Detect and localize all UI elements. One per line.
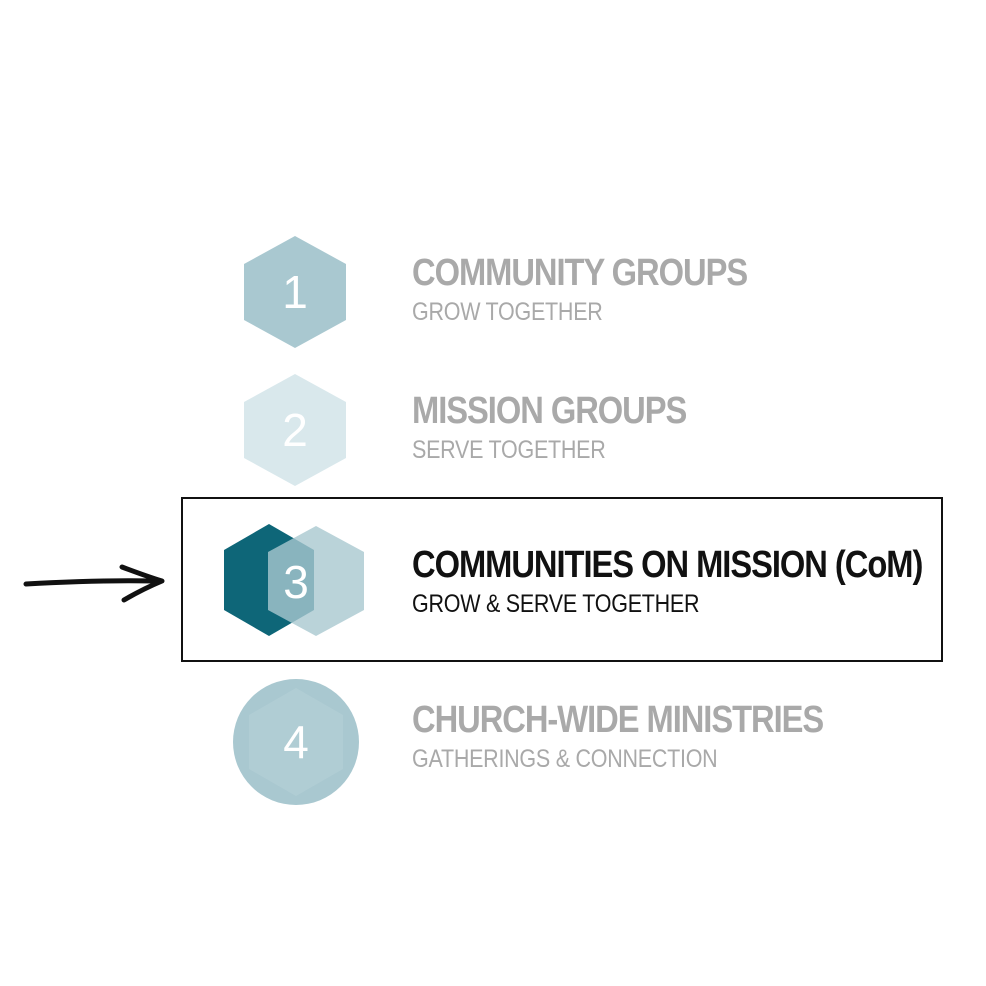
step-subtitle: GROW & SERVE TOGETHER — [412, 590, 700, 618]
step-number: 1 — [282, 266, 308, 318]
step-title: MISSION GROUPS — [412, 390, 687, 432]
step-text: COMMUNITIES ON MISSION (CoM) GROW & SERV… — [412, 546, 986, 617]
step-number: 4 — [283, 716, 309, 768]
step-number: 3 — [283, 556, 309, 608]
circle-hexagon-icon: 4 — [233, 679, 359, 805]
step-title: COMMUNITY GROUPS — [412, 252, 748, 294]
step-subtitle: GATHERINGS & CONNECTION — [412, 745, 718, 773]
step-title: COMMUNITIES ON MISSION (CoM) — [412, 544, 923, 586]
hexagon-icon: 1 — [244, 236, 346, 348]
step-subtitle: SERVE TOGETHER — [412, 436, 606, 464]
step-text: MISSION GROUPS SERVE TOGETHER — [412, 392, 731, 463]
overlapping-hexagons-icon: 3 — [224, 524, 364, 636]
step-number: 2 — [282, 404, 308, 456]
step-text: CHURCH-WIDE MINISTRIES GATHERINGS & CONN… — [412, 701, 890, 772]
step-subtitle: GROW TOGETHER — [412, 298, 603, 326]
hexagon-icon: 2 — [244, 374, 346, 486]
step-text: COMMUNITY GROUPS GROW TOGETHER — [412, 254, 802, 325]
arrow-right-icon — [23, 564, 165, 603]
step-title: CHURCH-WIDE MINISTRIES — [412, 699, 824, 741]
highlight-box — [181, 497, 943, 662]
